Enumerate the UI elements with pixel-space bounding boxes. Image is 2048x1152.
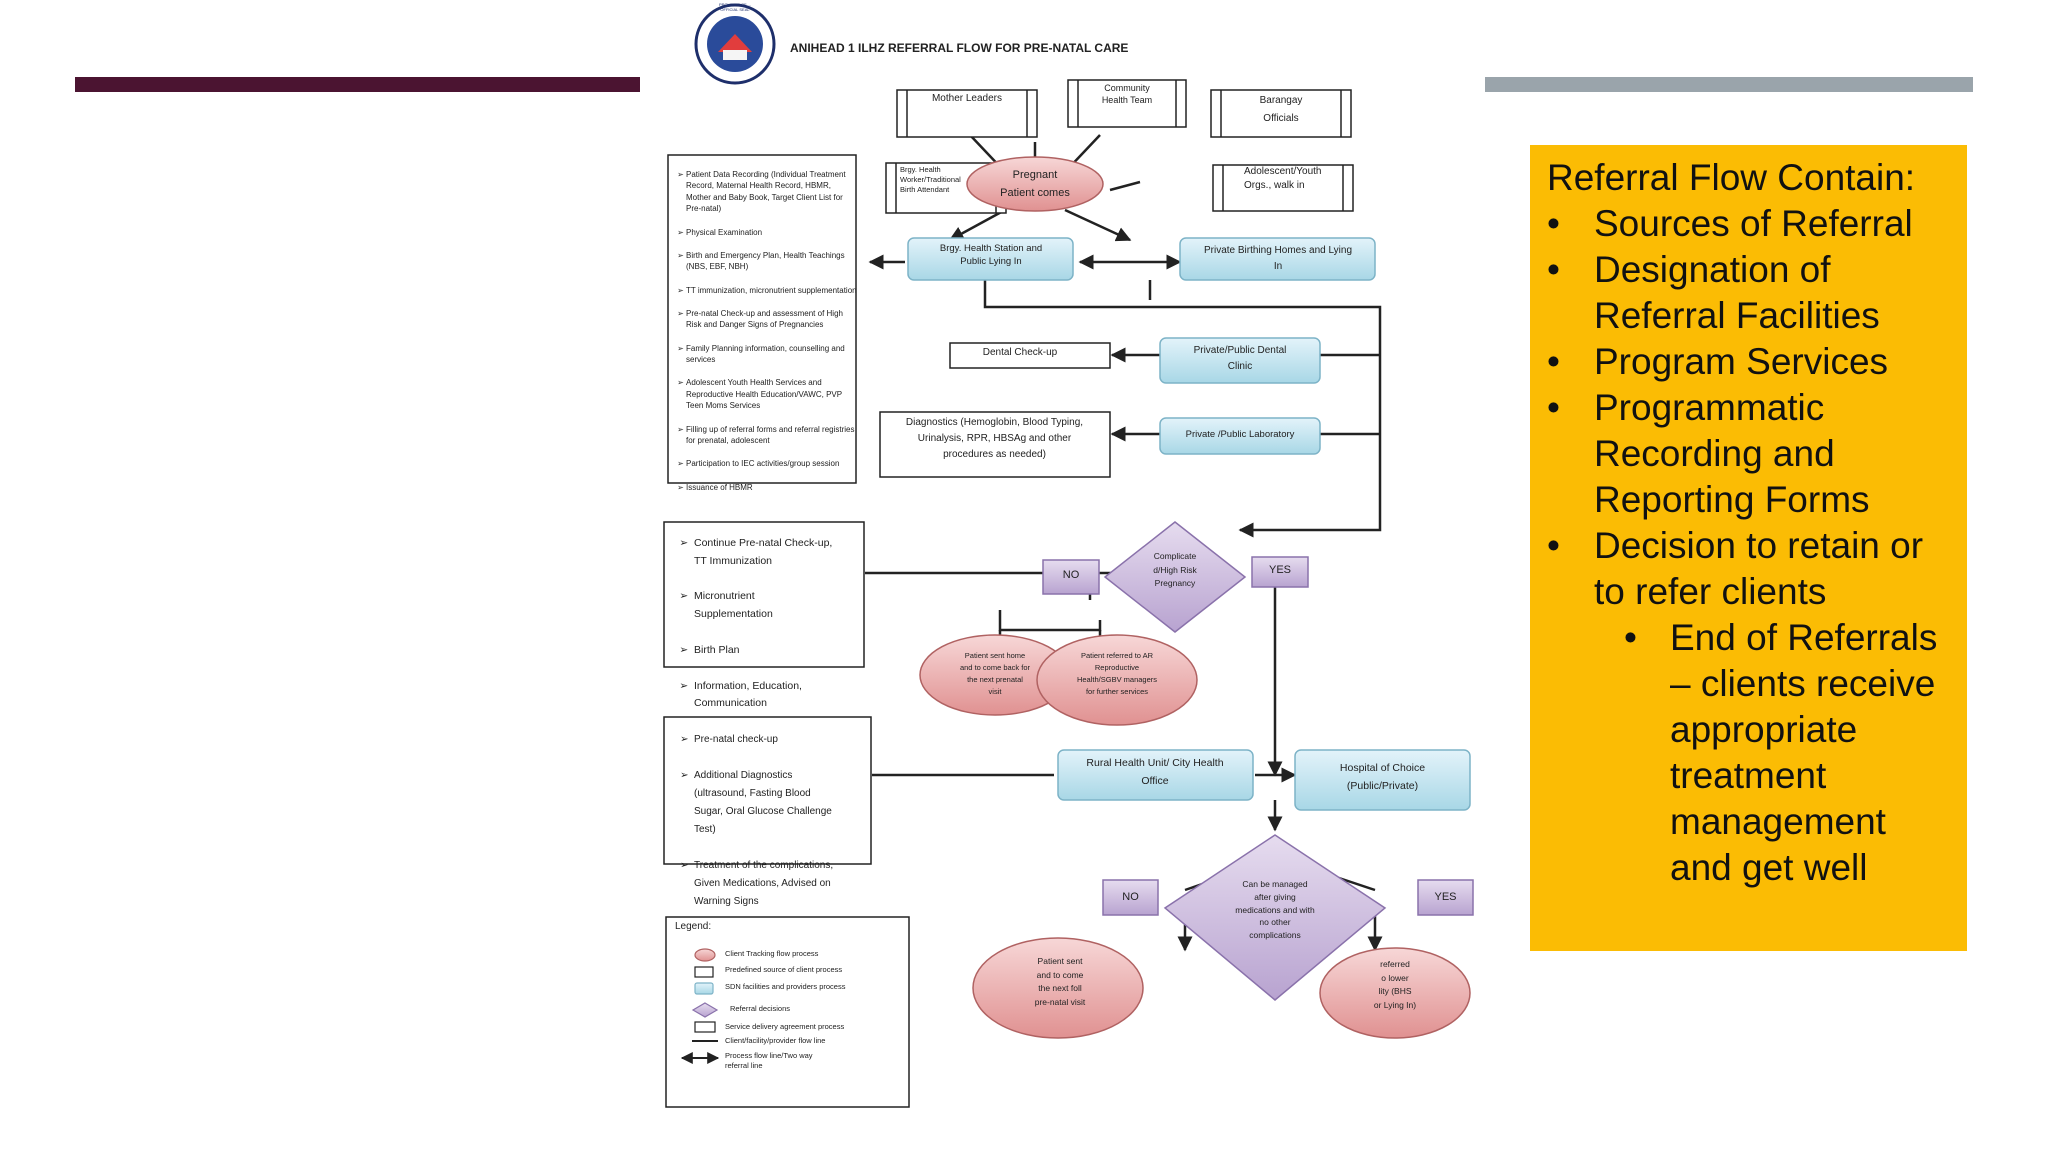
rhu-item: Treatment of the complications, Given Me…	[694, 857, 878, 911]
text-laboratory: Private /Public Laboratory	[1185, 429, 1295, 440]
text-mother-leaders: Mother Leaders	[931, 93, 1003, 104]
continue-item: Micronutrient Supplementation	[694, 588, 874, 624]
services-list: Patient Data Recording (Individual Treat…	[678, 157, 858, 505]
text-sent-next: Patient sent and to come the next foll p…	[1034, 956, 1086, 1007]
text-diagnostics: Diagnostics (Hemoglobin, Blood Typing, U…	[905, 417, 1084, 460]
text-yes-1: YES	[1268, 564, 1291, 576]
continue-list: Continue Pre-natal Check-up, TT Immuniza…	[680, 517, 874, 731]
text-yes-2: YES	[1434, 891, 1457, 903]
callout-bullet: Decision to retain or to refer clients	[1547, 523, 1957, 615]
flowchart-title: ANIHEAD 1 ILHZ REFERRAL FLOW FOR PRE-NAT…	[790, 41, 1129, 55]
text-referred-lower: referred o lower lity (BHS or Lying In)	[1373, 959, 1417, 1010]
text-adolescent-youth: Adolescent/Youth Orgs., walk in	[1244, 166, 1322, 191]
box-barangay-officials	[1210, 89, 1352, 138]
service-item: Filling up of referral forms and referra…	[686, 424, 858, 447]
text-barangay-officials: Barangay Officials	[1259, 95, 1303, 124]
text-decision-high-risk: Complicate d/High Risk Pregnancy	[1153, 551, 1197, 589]
legend-item: SDN facilities and providers process	[725, 982, 846, 991]
box-community-health-team	[1067, 79, 1187, 128]
text-no-1: NO	[1062, 569, 1080, 581]
box-mother-leaders	[896, 89, 1038, 138]
text-no-2: NO	[1122, 891, 1139, 903]
text-decision-manage: Can be managed after giving medications …	[1235, 879, 1315, 940]
accent-bar-left	[75, 77, 640, 92]
callout-heading: Referral Flow Contain:	[1547, 157, 1916, 198]
referral-flow-callout: Referral Flow Contain: Sources of Referr…	[1530, 145, 1967, 951]
rhu-item: Pre-natal check-up	[694, 731, 878, 749]
rhu-list: Pre-natal check-up Additional Diagnostic…	[680, 713, 878, 929]
flowchart-canvas	[663, 3, 1474, 1108]
callout-bullet: Sources of Referral	[1547, 201, 1957, 247]
text-community-health-team: Community Health Team	[1101, 83, 1153, 106]
text-sent-home: Patient sent home and to come back for t…	[959, 651, 1031, 696]
legend-item: Predefined source of client process	[725, 965, 843, 974]
service-item: Pre-natal Check-up and assessment of Hig…	[686, 308, 858, 331]
service-item: TT immunization, micronutrient supplemen…	[686, 285, 858, 297]
province-seal	[694, 3, 776, 85]
text-dental-checkup: Dental Check-up	[982, 347, 1058, 358]
text-private-birthing: Private Birthing Homes and Lying In	[1203, 245, 1353, 272]
legend-item: Referral decisions	[730, 1004, 791, 1013]
rhu-item: Additional Diagnostics (ultrasound, Fast…	[694, 767, 878, 839]
text-rhu: Rural Health Unit/ City Health Office	[1086, 757, 1224, 787]
callout-sub-bullet: End of Referrals – clients receive appro…	[1547, 615, 1957, 891]
seal-text: PROVINCE OF ... OFFICIAL SEAL	[718, 2, 751, 13]
service-item: Birth and Emergency Plan, Health Teachin…	[686, 250, 858, 273]
legend-item: Client Tracking flow process	[725, 949, 819, 958]
text-dental-clinic: Private/Public Dental Clinic	[1193, 345, 1287, 372]
text-hospital: Hospital of Choice (Public/Private)	[1339, 762, 1426, 792]
text-brgy-health-worker: Brgy. Health Worker/Traditional Birth At…	[900, 165, 961, 195]
callout-bullet: Programmatic Recording and Reporting For…	[1547, 385, 1957, 523]
legend-title: Legend:	[675, 921, 712, 932]
text-bhs: Brgy. Health Station and Public Lying In	[939, 243, 1043, 267]
referral-flowchart: ANIHEAD 1 ILHZ REFERRAL FLOW FOR PRE-NAT…	[650, 0, 1480, 1152]
service-item: Participation to IEC activities/group se…	[686, 458, 858, 470]
continue-item: Information, Education, Communication	[694, 678, 874, 714]
callout-bullet: Designation of Referral Facilities	[1547, 247, 1957, 339]
legend-item: Client/facility/provider flow line	[725, 1036, 826, 1045]
accent-bar-right	[1485, 77, 1973, 92]
callout-bullet: Program Services	[1547, 339, 1957, 385]
text-referred-ar: Patient referred to AR Reproductive Heal…	[1076, 651, 1158, 696]
legend-item: Process flow line/Two way referral line	[725, 1051, 813, 1071]
legend-item: Service delivery agreement process	[725, 1022, 845, 1031]
box-adolescent-youth	[1212, 164, 1354, 212]
service-item: Patient Data Recording (Individual Treat…	[686, 169, 858, 215]
text-pregnant: Pregnant Patient comes	[1000, 169, 1070, 199]
service-item: Issuance of HBMR	[686, 482, 858, 494]
continue-item: Birth Plan	[694, 642, 874, 660]
service-item: Physical Examination	[686, 227, 858, 239]
continue-item: Continue Pre-natal Check-up, TT Immuniza…	[694, 535, 874, 571]
service-item: Family Planning information, counselling…	[686, 343, 858, 366]
service-item: Adolescent Youth Health Services and Rep…	[686, 377, 858, 412]
callout-list: Sources of Referral Designation of Refer…	[1547, 201, 1957, 891]
